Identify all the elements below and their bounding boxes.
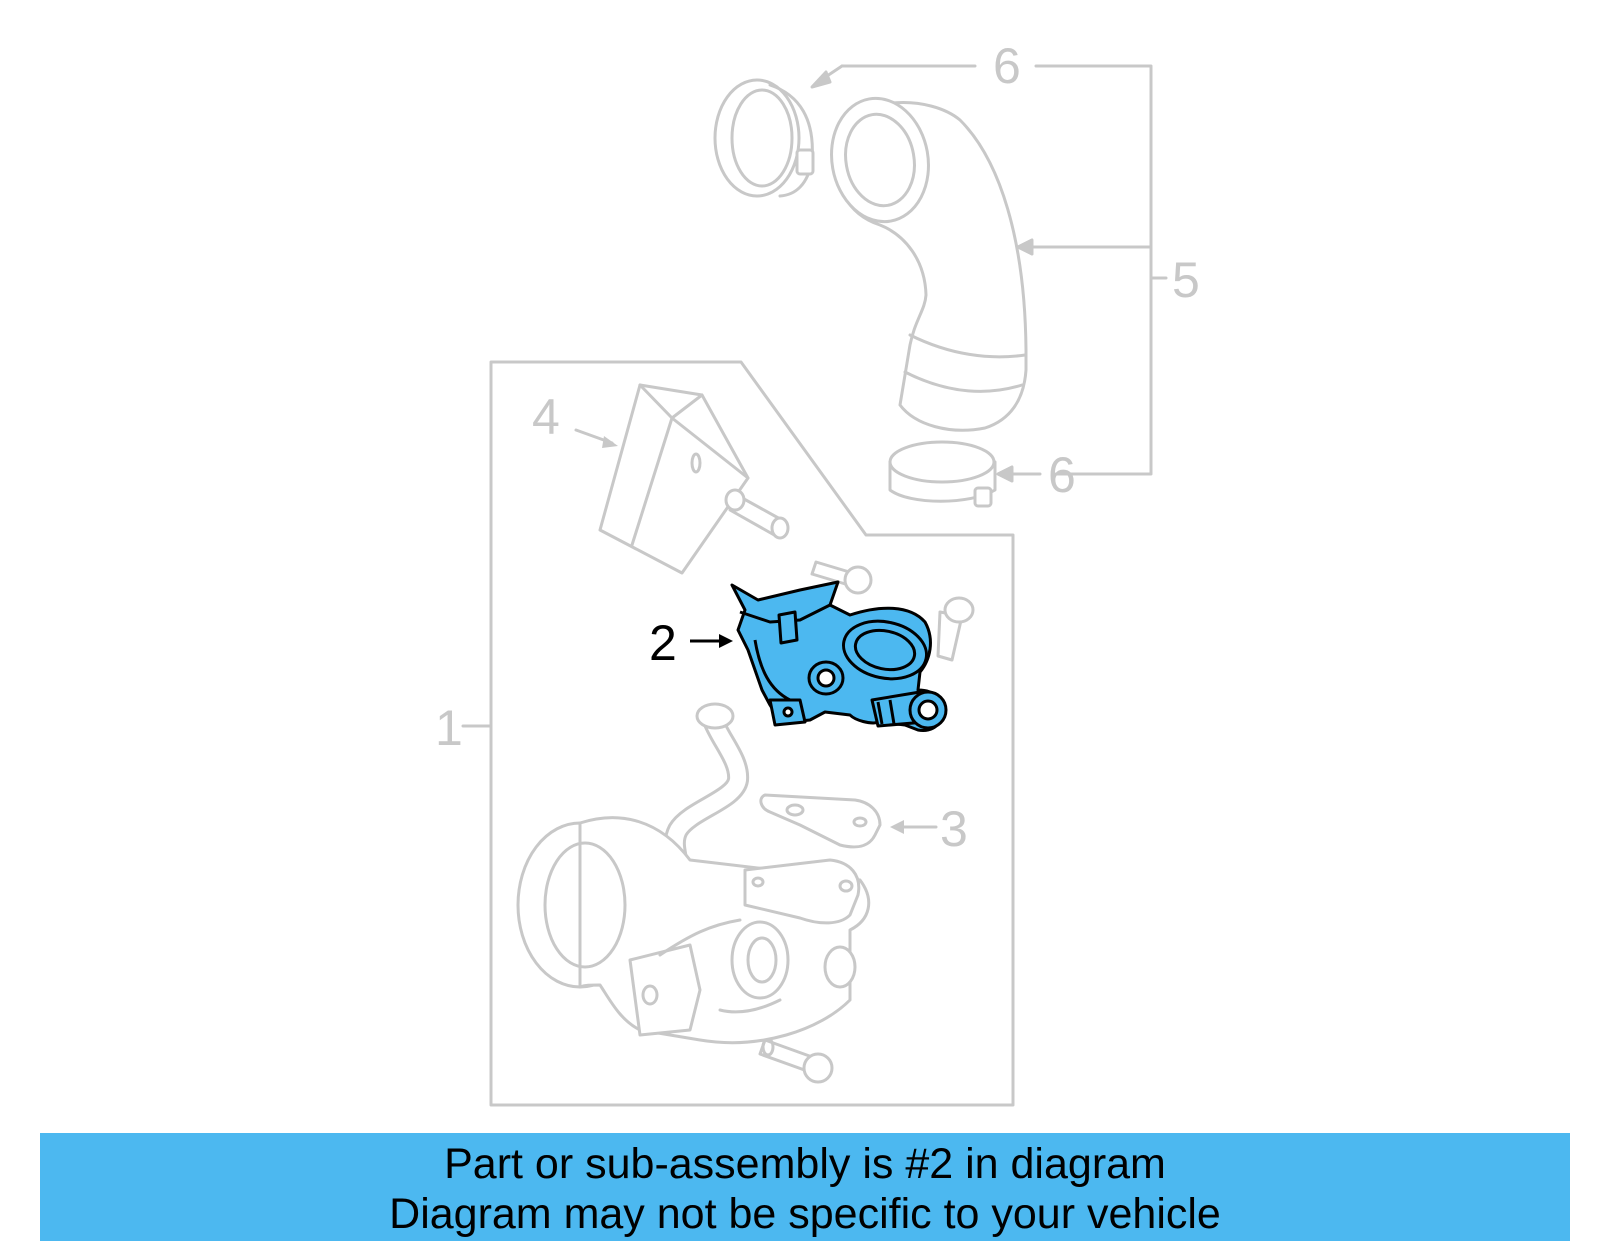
hose-clamp-top xyxy=(713,78,815,198)
intake-hose xyxy=(830,96,1028,432)
gasket xyxy=(759,793,938,849)
callout-3: 3 xyxy=(940,801,968,857)
banner-line-disclaimer: Diagram may not be specific to your vehi… xyxy=(389,1190,1221,1238)
info-banner: Part or sub-assembly is #2 in diagram Di… xyxy=(40,1133,1570,1241)
bolt-upper xyxy=(810,560,873,595)
turbo-housing xyxy=(516,816,871,1045)
sensor-module xyxy=(574,383,790,575)
assembly-outline xyxy=(489,360,1015,1107)
callout-2: 2 xyxy=(649,615,677,671)
bolt-right xyxy=(936,596,975,662)
highlighted-part-2 xyxy=(690,580,948,732)
parts-diagram: 6 5 6 4 2 1 3 xyxy=(435,38,1200,1107)
callout-5: 5 xyxy=(1172,252,1200,308)
callout-6-bottom: 6 xyxy=(1048,447,1076,503)
bolt-lower xyxy=(758,1037,834,1084)
callout-6-top: 6 xyxy=(993,38,1021,94)
callout-4: 4 xyxy=(532,389,560,445)
callout-leaders-5-6 xyxy=(810,64,1168,483)
callout-1: 1 xyxy=(435,700,463,756)
hose-clamp-bottom xyxy=(888,440,997,508)
banner-line-part-number: Part or sub-assembly is #2 in diagram xyxy=(444,1140,1166,1188)
